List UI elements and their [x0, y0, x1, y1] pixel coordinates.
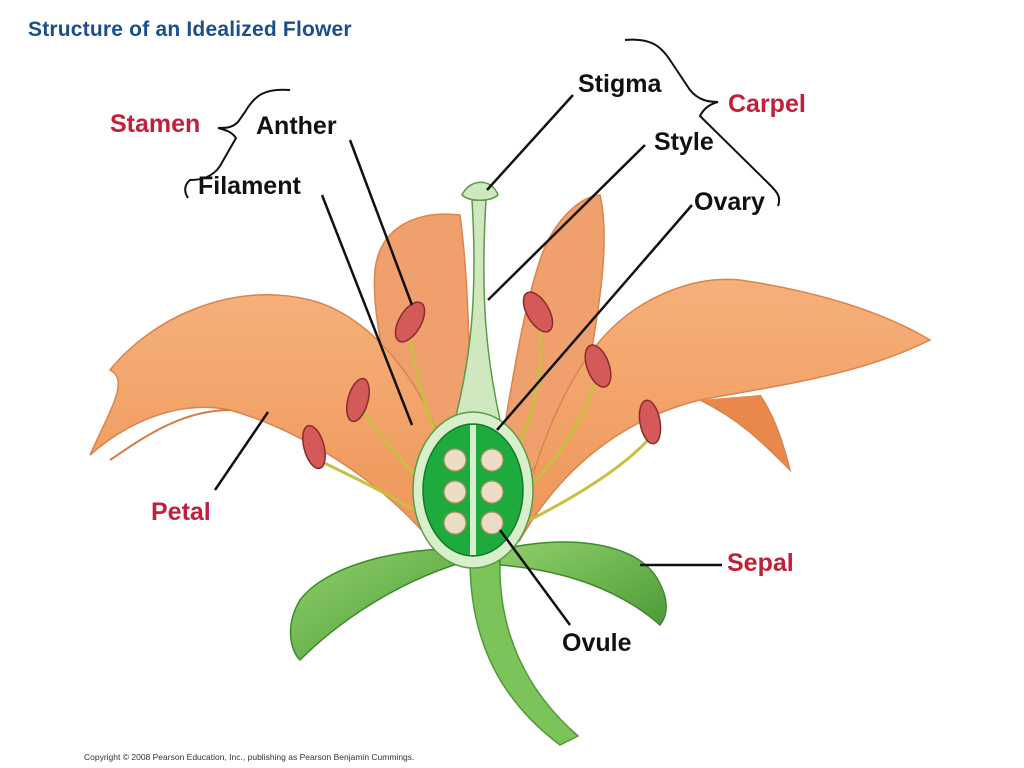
copyright-notice: Copyright © 2008 Pearson Education, Inc.…	[84, 752, 415, 762]
carpel-label: Carpel	[728, 90, 806, 118]
stem	[469, 559, 580, 746]
sepal-left	[289, 548, 471, 662]
petal-label: Petal	[151, 498, 211, 526]
stigma-label: Stigma	[578, 70, 662, 98]
anther-label: Anther	[256, 112, 337, 140]
filament-label: Filament	[198, 172, 301, 200]
leader-lines	[213, 94, 722, 626]
carpel-brace	[624, 38, 781, 207]
sepal-label: Sepal	[727, 549, 794, 577]
anthers	[302, 291, 662, 470]
style-label: Style	[654, 128, 714, 156]
stamen-label: Stamen	[110, 110, 200, 138]
ovule-label: Ovule	[562, 629, 632, 657]
page-title: Structure of an Idealized Flower	[28, 18, 352, 41]
sepal-right	[499, 541, 667, 627]
stamen-brace	[184, 88, 291, 199]
ovary-label: Ovary	[694, 188, 765, 216]
ovules	[443, 448, 504, 535]
